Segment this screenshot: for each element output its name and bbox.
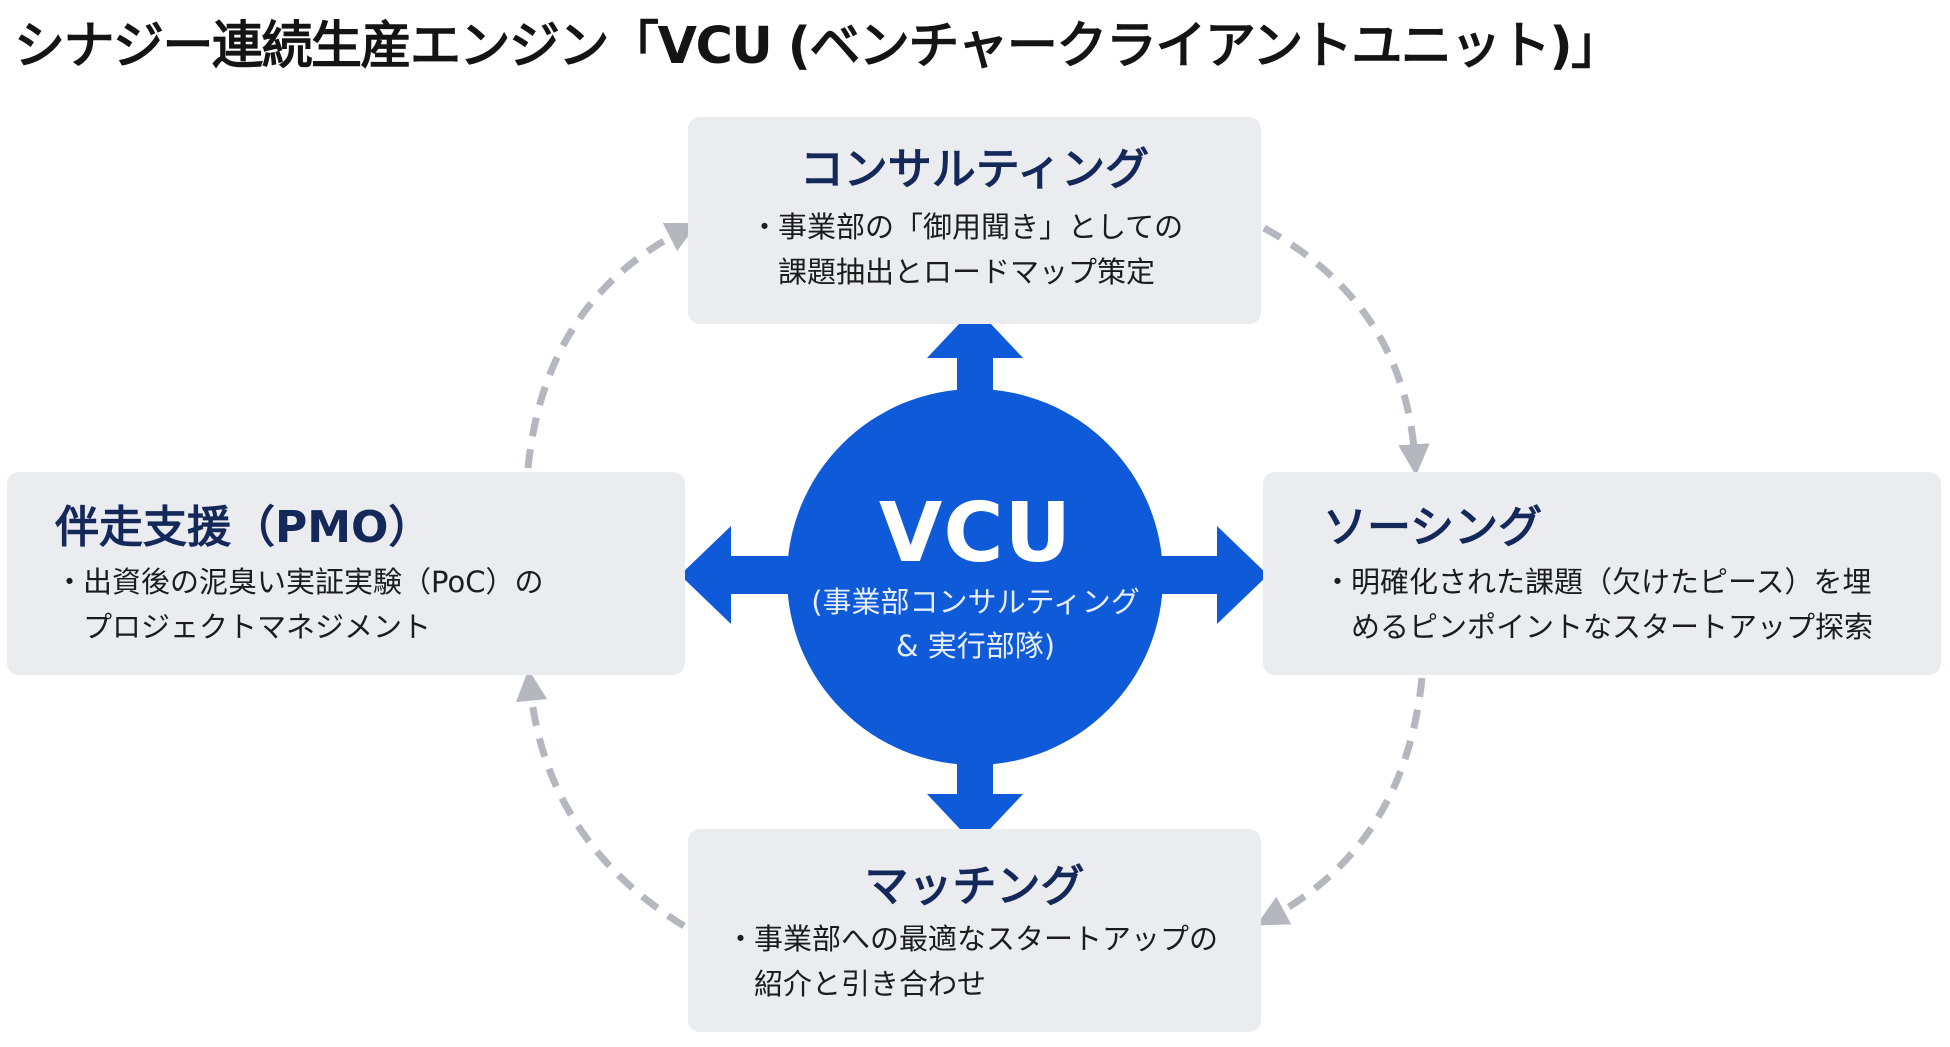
pmo-description: ・出資後の泥臭い実証実験（PoC）の プロジェクトマネジメント xyxy=(55,560,543,650)
page-title: シナジー連続生産エンジン「VCU (ベンチャークライアントユニット)」 xyxy=(14,17,1622,76)
matching-desc-line1: 事業部への最適なスタートアップの xyxy=(754,922,1219,956)
matching-box: マッチング ・事業部への最適なスタートアップの 紹介と引き合わせ xyxy=(688,829,1261,1032)
vcu-center-label-group: VCU (事業部コンサルティング & 実行部隊) xyxy=(788,488,1163,668)
pmo-desc-line1: 出資後の泥臭い実証実験（PoC）の xyxy=(83,565,544,599)
sourcing-description: ・明確化された課題（欠けたピース）を埋 めるピンポイントなスタートアップ探索 xyxy=(1323,560,1873,650)
cycle-arrow-sourcing-to-matching xyxy=(1256,677,1426,926)
cycle-arrow-matching-to-pmo xyxy=(515,669,686,929)
bullet-dot: ・ xyxy=(750,210,780,244)
pmo-desc-line2: プロジェクトマネジメント xyxy=(83,610,432,644)
vcu-center-circle xyxy=(787,389,1163,765)
vcu-center-subtitle-line2: & 実行部隊) xyxy=(895,629,1056,663)
blue-arrow-up xyxy=(927,307,1023,425)
cycle-arrow-consulting-to-sourcing xyxy=(1262,224,1430,476)
consulting-title: コンサルティング xyxy=(799,144,1150,195)
sourcing-title: ソーシング xyxy=(1323,502,1543,553)
sourcing-desc-line2: めるピンポイントなスタートアップ探索 xyxy=(1351,610,1874,644)
blue-arrow-left xyxy=(680,526,800,624)
cycle-arrow-pmo-to-consulting xyxy=(524,222,699,469)
bullet-dot: ・ xyxy=(1323,565,1353,599)
matching-title: マッチング xyxy=(864,861,1085,912)
consulting-desc-line1: 事業部の「御用聞き」としての xyxy=(778,210,1184,244)
blue-arrow-right xyxy=(1150,526,1268,624)
bullet-dot: ・ xyxy=(726,922,756,956)
matching-description: ・事業部への最適なスタートアップの 紹介と引き合わせ xyxy=(726,917,1218,1007)
consulting-description: ・事業部の「御用聞き」としての 課題抽出とロードマップ策定 xyxy=(750,205,1183,295)
sourcing-box: ソーシング ・明確化された課題（欠けたピース）を埋 めるピンポイントなスタートア… xyxy=(1263,472,1941,675)
pmo-title: 伴走支援（PMO） xyxy=(55,502,433,553)
consulting-box: コンサルティング ・事業部の「御用聞き」としての 課題抽出とロードマップ策定 xyxy=(688,117,1261,324)
vcu-center-title: VCU xyxy=(878,486,1073,581)
bullet-dot: ・ xyxy=(55,565,85,599)
pmo-box: 伴走支援（PMO） ・出資後の泥臭い実証実験（PoC）の プロジェクトマネジメン… xyxy=(7,472,685,675)
matching-desc-line2: 紹介と引き合わせ xyxy=(754,967,987,1001)
consulting-desc-line2: 課題抽出とロードマップ策定 xyxy=(778,255,1156,289)
sourcing-desc-line1: 明確化された課題（欠けたピース）を埋 xyxy=(1351,565,1872,599)
vcu-center-subtitle-line1: (事業部コンサルティング xyxy=(811,585,1140,619)
blue-arrow-down xyxy=(927,735,1023,845)
